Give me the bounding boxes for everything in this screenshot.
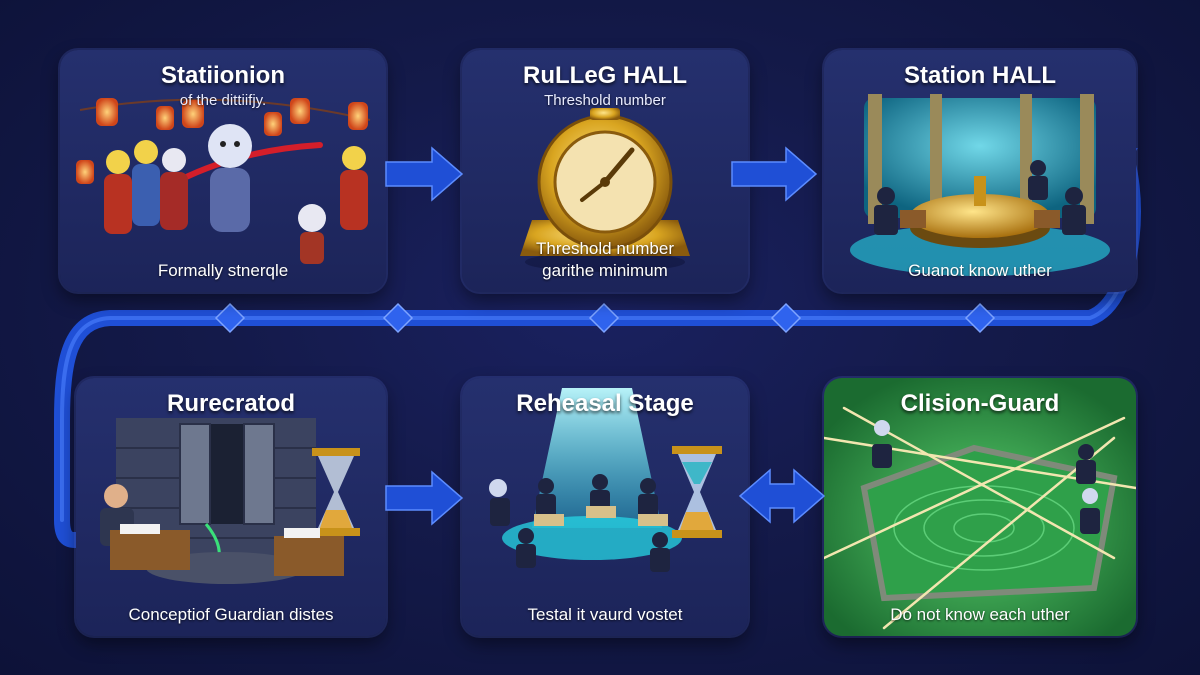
stage-caption: Testal it vaurd vostet — [462, 604, 748, 626]
stage-panel-6[interactable]: Clision-Guard Do not know each uther — [824, 378, 1136, 636]
stage-caption-line: Conceptiof Guardian distes — [128, 605, 334, 624]
stage-caption-line: Guanot know uther — [908, 261, 1052, 280]
stage-caption: Guanot know uther — [824, 260, 1136, 282]
laser-pool-icon — [824, 378, 1136, 636]
stage-panel-3[interactable]: Station HALL Guanot know uther — [824, 50, 1136, 292]
diamond-marker-icon — [770, 302, 802, 334]
stage-caption-line: garithe minimum — [542, 261, 668, 280]
diamond-marker-icon — [382, 302, 414, 334]
hourglass-icon — [672, 446, 722, 538]
flow-diamond-markers — [214, 302, 996, 334]
stage-title: RuLLeG HALL — [523, 62, 687, 89]
diamond-marker-icon — [588, 302, 620, 334]
stage-title: Statiionion — [161, 62, 285, 89]
spotlight-stage-icon — [489, 388, 722, 572]
stage-caption-line: Threshold number — [536, 239, 674, 258]
stage-panel-2[interactable]: RuLLeG HALL Threshold number Threshold n… — [462, 50, 748, 292]
stage-caption: Conceptiof Guardian distes — [76, 604, 386, 626]
stage-caption: Formally stnerqle — [60, 260, 386, 282]
lantern-parade-icon — [76, 98, 371, 264]
golden-clock-icon — [520, 108, 690, 272]
stage-title: Rurecratod — [166, 390, 296, 417]
stage-panel-5[interactable]: Reheasal Stage Testal it vaurd vostet — [462, 378, 748, 636]
stage-title: Reheasal Stage — [516, 390, 694, 417]
stage-title: Station HALL — [904, 62, 1056, 89]
vault-door-icon — [100, 418, 360, 584]
stage-caption: Do not know each uther — [824, 604, 1136, 626]
hourglass-icon — [312, 448, 360, 536]
stage-title: Clision-Guard — [900, 390, 1060, 417]
round-table-icon — [850, 94, 1110, 276]
stage-caption-line: Do not know each uther — [890, 605, 1070, 624]
diamond-marker-icon — [964, 302, 996, 334]
stage-caption: Threshold number garithe minimum — [462, 238, 748, 282]
stage-subtitle: of the dittiifjy. — [179, 92, 267, 109]
stage-caption-line: Testal it vaurd vostet — [527, 605, 683, 624]
stage-panel-1[interactable]: Statiionion of the dittiifjy. Formally s… — [60, 50, 386, 292]
diamond-marker-icon — [214, 302, 246, 334]
stage-caption-line: Formally stnerqle — [157, 261, 289, 280]
stage-subtitle: Threshold number — [544, 92, 666, 109]
stage-panel-4[interactable]: Rurecratod Conceptiof Guardian distes — [76, 378, 386, 636]
